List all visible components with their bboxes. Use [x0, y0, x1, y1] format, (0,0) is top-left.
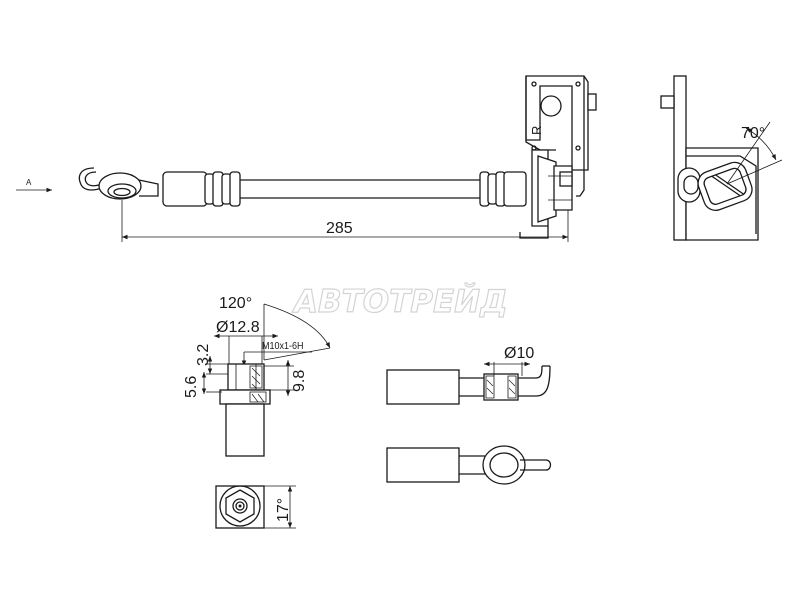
dim-9-8-label: 9.8 — [291, 370, 308, 392]
length-value: 285 — [326, 220, 353, 237]
hose-body — [162, 171, 527, 207]
watermark: АВТОТРЕЙД — [291, 284, 508, 320]
hex-end-view: 17° — [215, 485, 296, 529]
length-dimension: 285 — [121, 200, 569, 242]
hex-17-label: 17° — [275, 498, 292, 522]
banjo-side-detail: Ø10 — [386, 345, 551, 405]
diameter-12-8-label: Ø12.8 — [216, 319, 260, 336]
bracket-mark: R — [529, 126, 544, 135]
angle-70-label: 70° — [741, 125, 765, 142]
mounting-bracket: R — [519, 75, 597, 239]
dim-5-6-label: 5.6 — [183, 376, 200, 398]
diameter-10-label: Ø10 — [504, 345, 534, 362]
side-view: 70° — [660, 75, 783, 241]
left-banjo-fitting — [78, 167, 159, 200]
fitting-section-detail: 120° Ø12.8 M10x1-6H 3.2 5.6 9.8 — [183, 295, 331, 457]
dim-3-2-label: 3.2 — [195, 344, 212, 366]
angle-120-label: 120° — [219, 295, 252, 312]
view-arrow-label: A — [26, 178, 32, 187]
thread-label: M10x1-6H — [262, 341, 304, 353]
banjo-top-detail — [386, 445, 552, 485]
main-view: A — [16, 75, 597, 242]
